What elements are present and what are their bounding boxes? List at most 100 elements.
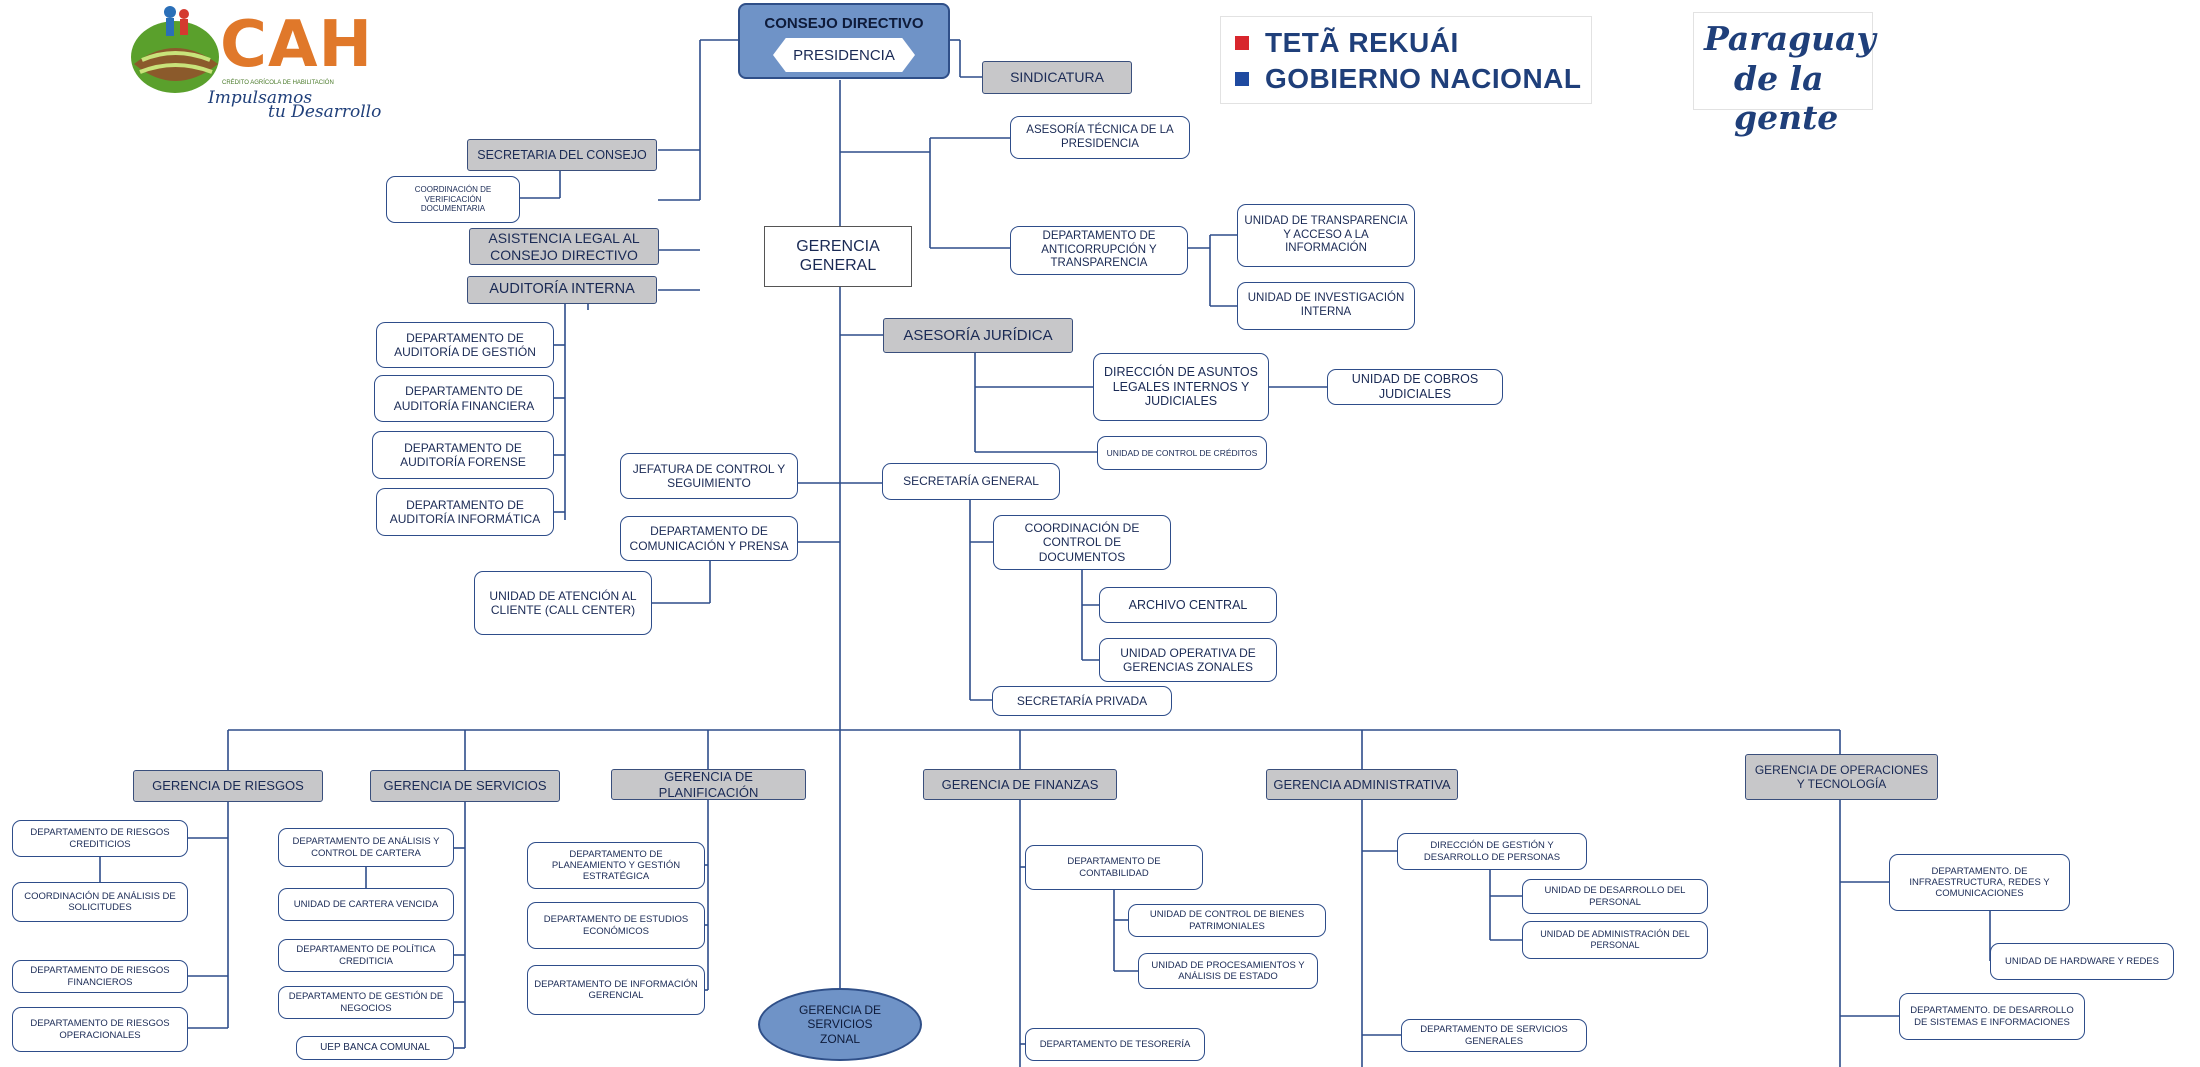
gov-line-2: GOBIERNO NACIONAL (1265, 63, 1582, 94)
coord-documentos-label: COORDINACIÓN DE CONTROL DE DOCUMENTOS (1024, 521, 1140, 564)
anticorrupcion-label: DEPARTAMENTO DE ANTICORRUPCIÓN Y TRANSPA… (1041, 230, 1157, 270)
investigacion-label: UNIDAD DE INVESTIGACIÓN INTERNA (1247, 292, 1405, 318)
ger-servicios-box: GERENCIA DE SERVICIOS (370, 770, 560, 802)
servicios-zonal-label: GERENCIA DE SERVICIOS ZONAL (798, 1003, 882, 1046)
atencion-cliente-box: UNIDAD DE ATENCIÓN AL CLIENTE (CALL CENT… (474, 571, 652, 635)
desarrollo-sistemas-box: DEPARTAMENTO. DE DESARROLLO DE SISTEMAS … (1899, 993, 2085, 1040)
estudios-economicos-label: DEPARTAMENTO DE ESTUDIOS ECONÓMICOS (543, 914, 689, 937)
control-creditos-label: UNIDAD DE CONTROL DE CRÉDITOS (1106, 447, 1258, 458)
gobierno-nacional-logo: TETÃ REKUÁI GOBIERNO NACIONAL (1220, 16, 1592, 104)
planeamiento-box: DEPARTAMENTO DE PLANEAMIENTO Y GESTIÓN E… (527, 842, 705, 889)
riesgos-financieros-box: DEPARTAMENTO DE RIESGOS FINANCIEROS (12, 960, 188, 993)
cah-slogan-2: tu Desarrollo (268, 102, 382, 122)
procesamientos-label: UNIDAD DE PROCESAMIENTOS Y ANÁLISIS DE E… (1151, 959, 1305, 982)
cobros-judiciales-box: UNIDAD DE COBROS JUDICIALES (1327, 369, 1503, 405)
investigacion-box: UNIDAD DE INVESTIGACIÓN INTERNA (1237, 282, 1415, 330)
cah-slogan-1: Impulsamos (208, 88, 313, 108)
consejo-directivo-label: CONSEJO DIRECTIVO (764, 15, 924, 32)
uep-banca-label: UEP BANCA COMUNAL (320, 1042, 430, 1054)
cah-emblem-icon (131, 6, 219, 93)
coord-verificacion-box: COORDINACIÓN DE VERIFICACIÓN DOCUMENTARI… (386, 176, 520, 223)
desarrollo-personal-label: UNIDAD DE DESARROLLO DEL PERSONAL (1544, 885, 1686, 908)
analisis-cartera-box: DEPARTAMENTO DE ANÁLISIS Y CONTROL DE CA… (278, 828, 454, 867)
transparencia-label: UNIDAD DE TRANSPARENCIA Y ACCESO A LA IN… (1244, 215, 1408, 255)
gestion-personas-label: DIRECCIÓN DE GESTIÓN Y DESARROLLO DE PER… (1423, 840, 1561, 863)
hardware-box: UNIDAD DE HARDWARE Y REDES (1990, 943, 2174, 980)
desarrollo-personal-box: UNIDAD DE DESARROLLO DEL PERSONAL (1522, 879, 1708, 914)
servicios-zonal-oval: GERENCIA DE SERVICIOS ZONAL (758, 988, 922, 1061)
jefatura-control-label: JEFATURA DE CONTROL Y SEGUIMIENTO (632, 461, 786, 490)
coord-analisis-box: COORDINACIÓN DE ANÁLISIS DE SOLICITUDES (12, 882, 188, 922)
aud-forense-label: DEPARTAMENTO DE AUDITORÍA FORENSE (400, 440, 526, 469)
bienes-patrimoniales-label: UNIDAD DE CONTROL DE BIENES PATRIMONIALE… (1149, 909, 1305, 932)
control-creditos-box: UNIDAD DE CONTROL DE CRÉDITOS (1097, 436, 1267, 470)
riesgos-crediticios-label: DEPARTAMENTO DE RIESGOS CREDITICIOS (30, 827, 170, 850)
procesamientos-box: UNIDAD DE PROCESAMIENTOS Y ANÁLISIS DE E… (1138, 953, 1318, 989)
cah-wordmark: CAH (220, 8, 374, 82)
servicios-generales-box: DEPARTAMENTO DE SERVICIOS GENERALES (1401, 1019, 1587, 1052)
bienes-patrimoniales-box: UNIDAD DE CONTROL DE BIENES PATRIMONIALE… (1128, 904, 1326, 937)
anticorrupcion-box: DEPARTAMENTO DE ANTICORRUPCIÓN Y TRANSPA… (1010, 226, 1188, 275)
aud-forense-box: DEPARTAMENTO DE AUDITORÍA FORENSE (372, 431, 554, 479)
ger-administrativa-box: GERENCIA ADMINISTRATIVA (1266, 769, 1458, 800)
hardware-label: UNIDAD DE HARDWARE Y REDES (2005, 955, 2159, 967)
secretaria-general-box: SECRETARÍA GENERAL (882, 463, 1060, 500)
aud-informatica-label: DEPARTAMENTO DE AUDITORÍA INFORMÁTICA (389, 497, 541, 526)
politica-crediticia-label: DEPARTAMENTO DE POLÍTICA CREDITICIA (296, 944, 436, 967)
ger-servicios-label: GERENCIA DE SERVICIOS (383, 778, 547, 794)
secretaria-general-label: SECRETARÍA GENERAL (903, 474, 1039, 489)
auditoria-interna-label: AUDITORÍA INTERNA (489, 281, 635, 298)
secretaria-privada-box: SECRETARÍA PRIVADA (992, 686, 1172, 716)
asesoria-juridica-box: ASESORÍA JURÍDICA (883, 318, 1073, 353)
pyg-line-2: de la gente (1734, 59, 1839, 137)
ger-planificacion-label: GERENCIA DE PLANIFICACIÓN (658, 769, 759, 800)
asesoria-tecnica-label: ASESORÍA TÉCNICA DE LA PRESIDENCIA (1026, 123, 1174, 150)
cah-logo: CAH CRÉDITO AGRÍCOLA DE HABILITACIÓN Imp… (120, 2, 390, 124)
riesgos-financieros-label: DEPARTAMENTO DE RIESGOS FINANCIEROS (30, 965, 170, 988)
informacion-gerencial-box: DEPARTAMENTO DE INFORMACIÓN GERENCIAL (527, 965, 705, 1015)
cah-small-text: CRÉDITO AGRÍCOLA DE HABILITACIÓN (222, 80, 334, 86)
gestion-personas-box: DIRECCIÓN DE GESTIÓN Y DESARROLLO DE PER… (1397, 833, 1587, 870)
planeamiento-label: DEPARTAMENTO DE PLANEAMIENTO Y GESTIÓN E… (551, 848, 681, 883)
riesgos-crediticios-box: DEPARTAMENTO DE RIESGOS CREDITICIOS (12, 820, 188, 857)
estudios-economicos-box: DEPARTAMENTO DE ESTUDIOS ECONÓMICOS (527, 902, 705, 949)
coord-analisis-label: COORDINACIÓN DE ANÁLISIS DE SOLICITUDES (24, 890, 176, 913)
uep-banca-box: UEP BANCA COMUNAL (296, 1036, 454, 1060)
contabilidad-label: DEPARTAMENTO DE CONTABILIDAD (1067, 856, 1161, 879)
asistencia-legal-box: ASISTENCIA LEGAL AL CONSEJO DIRECTIVO (469, 228, 659, 265)
ger-operaciones-box: GERENCIA DE OPERACIONES Y TECNOLOGÍA (1745, 754, 1938, 800)
auditoria-interna-box: AUDITORÍA INTERNA (467, 276, 657, 304)
infraestructura-box: DEPARTAMENTO. DE INFRAESTRUCTURA, REDES … (1889, 854, 2070, 911)
secretaria-consejo-box: SECRETARIA DEL CONSEJO (467, 139, 657, 171)
blue-square-icon (1235, 72, 1249, 86)
cobros-judiciales-label: UNIDAD DE COBROS JUDICIALES (1351, 372, 1479, 401)
tesoreria-box: DEPARTAMENTO DE TESORERÍA (1025, 1028, 1205, 1061)
archivo-central-box: ARCHIVO CENTRAL (1099, 587, 1277, 623)
coord-verificacion-label: COORDINACIÓN DE VERIFICACIÓN DOCUMENTARI… (414, 185, 492, 214)
ger-planificacion-box: GERENCIA DE PLANIFICACIÓN (611, 769, 806, 800)
archivo-central-label: ARCHIVO CENTRAL (1128, 597, 1248, 612)
aud-gestion-box: DEPARTAMENTO DE AUDITORÍA DE GESTIÓN (376, 322, 554, 368)
atencion-cliente-label: UNIDAD DE ATENCIÓN AL CLIENTE (CALL CENT… (489, 588, 637, 617)
gov-line-1: TETÃ REKUÁI (1265, 27, 1459, 58)
gestion-negocios-box: DEPARTAMENTO DE GESTIÓN DE NEGOCIOS (278, 986, 454, 1019)
unidad-operativa-box: UNIDAD OPERATIVA DE GERENCIAS ZONALES (1099, 638, 1277, 682)
politica-crediticia-box: DEPARTAMENTO DE POLÍTICA CREDITICIA (278, 939, 454, 972)
cartera-vencida-label: UNIDAD DE CARTERA VENCIDA (293, 898, 439, 910)
asuntos-legales-box: DIRECCIÓN DE ASUNTOS LEGALES INTERNOS Y … (1093, 353, 1269, 421)
administracion-personal-label: UNIDAD DE ADMINISTRACIÓN DEL PERSONAL (1540, 929, 1690, 950)
riesgos-operacionales-box: DEPARTAMENTO DE RIESGOS OPERACIONALES (12, 1007, 188, 1052)
ger-finanzas-label: GERENCIA DE FINANZAS (941, 776, 1099, 792)
aud-gestion-label: DEPARTAMENTO DE AUDITORÍA DE GESTIÓN (394, 330, 536, 359)
infraestructura-label: DEPARTAMENTO. DE INFRAESTRUCTURA, REDES … (1909, 865, 2050, 900)
comunicacion-label: DEPARTAMENTO DE COMUNICACIÓN Y PRENSA (629, 524, 789, 553)
aud-financiera-box: DEPARTAMENTO DE AUDITORÍA FINANCIERA (374, 375, 554, 422)
red-square-icon (1235, 36, 1249, 50)
sindicatura-box: SINDICATURA (982, 61, 1132, 94)
presidencia-box: PRESIDENCIA (773, 38, 915, 72)
secretaria-consejo-label: SECRETARIA DEL CONSEJO (477, 147, 647, 162)
paraguay-de-la-gente-logo: Paraguay de la gente (1693, 12, 1876, 137)
riesgos-operacionales-label: DEPARTAMENTO DE RIESGOS OPERACIONALES (30, 1018, 170, 1041)
